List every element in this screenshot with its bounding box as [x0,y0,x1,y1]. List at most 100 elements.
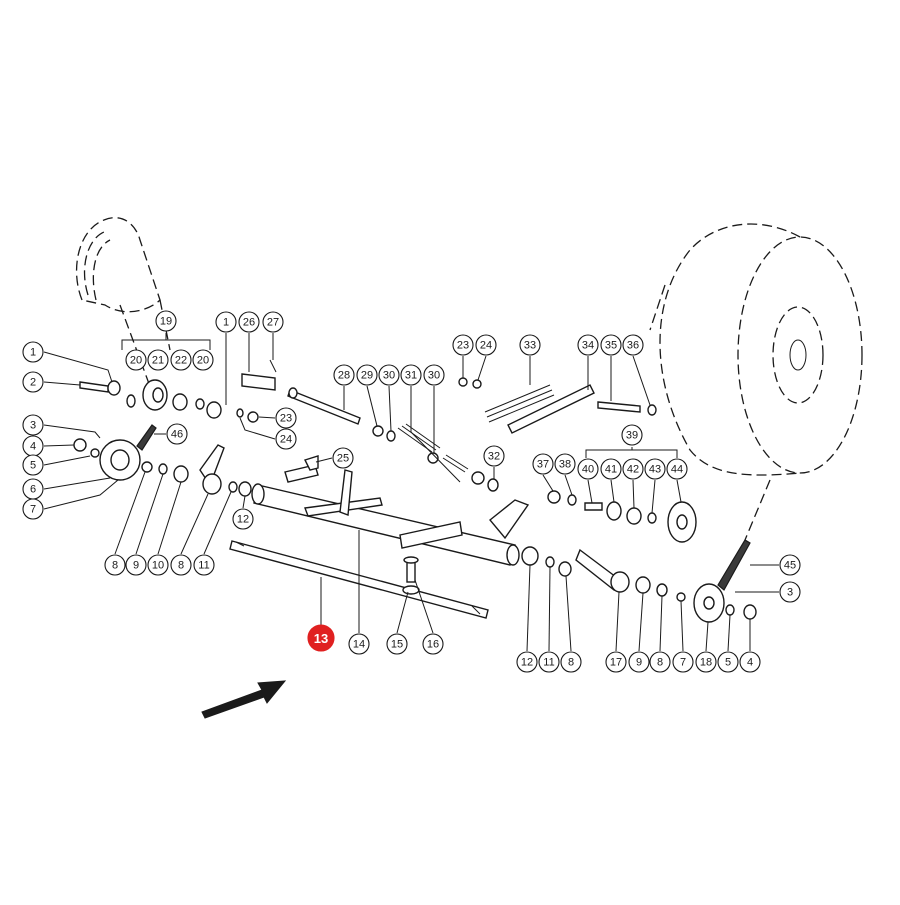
callout-8: 8 [649,651,671,673]
callout-label: 32 [488,451,500,463]
callout-circle [262,311,284,333]
callout-label: 1 [223,317,229,329]
callout-2: 2 [22,371,44,393]
callout-circle [577,458,599,480]
callout-14: 14 [348,633,370,655]
callout-circle [22,498,44,520]
callout-circle [400,364,422,386]
callout-9: 9 [628,651,650,673]
group-bracket-39 [585,447,678,458]
callout-circle [422,633,444,655]
callout-label: 30 [428,370,440,382]
callout-circle [644,458,666,480]
callout-circle [170,554,192,576]
left-belt-outline [75,216,171,401]
callout-7: 7 [22,498,44,520]
callout-label: 39 [626,430,638,442]
callout-label: 16 [427,639,439,651]
callout-31: 31 [400,364,422,386]
callout-label: 31 [405,370,417,382]
callout-circle [193,554,215,576]
callout-26: 26 [238,311,260,333]
bracket-25 [284,455,319,483]
callout-label: 12 [521,657,533,669]
callout-label: 46 [171,429,183,441]
callout-circle [275,428,297,450]
spring-33 [458,377,555,423]
callout-label: 21 [152,355,164,367]
callout-17: 17 [605,651,627,673]
callout-8: 8 [104,554,126,576]
callout-32: 32 [483,445,505,467]
callout-label: 23 [280,413,292,425]
callout-label: 35 [605,340,617,352]
callout-7: 7 [672,651,694,673]
callout-circle [147,349,169,371]
callout-label: 4 [30,441,36,453]
callout-20: 20 [192,349,214,371]
callout-label: 19 [160,316,172,328]
callout-label: 42 [627,464,639,476]
callout-circle [649,651,671,673]
callout-3: 3 [779,581,801,603]
callout-label: 24 [280,434,292,446]
callout-12: 12 [232,508,254,530]
callout-label: 23 [457,340,469,352]
callout-circle [621,424,643,446]
leader-lines [43,333,779,652]
callout-circle [516,651,538,673]
callout-circle [600,458,622,480]
callout-circle [622,334,644,356]
callout-label: 24 [480,340,492,352]
callout-circle [333,364,355,386]
bracket-26 [241,359,277,391]
callout-circle [622,458,644,480]
callout-34: 34 [577,334,599,356]
callout-label: 11 [198,560,209,572]
callout-label: 8 [112,560,118,572]
callout-label: 12 [237,514,249,526]
callout-circle [22,371,44,393]
callout-30: 30 [423,364,445,386]
callout-label: 3 [30,420,36,432]
callout-label: 13 [314,631,328,646]
callout-label: 26 [243,317,255,329]
callout-16: 16 [422,633,444,655]
callout-label: 11 [543,657,554,669]
right-lower-hardware [521,539,757,623]
callout-circle [739,651,761,673]
callout-37: 37 [532,453,554,475]
callout-label: 4 [747,657,753,669]
callout-label: 3 [787,587,793,599]
callout-23: 23 [275,407,297,429]
callout-label: 22 [175,355,187,367]
callout-label: 7 [680,657,686,669]
callout-circle [519,334,541,356]
left-pulley-6 [99,424,157,481]
callout-label: 2 [30,377,36,389]
callout-21: 21 [147,349,169,371]
callout-36: 36 [622,334,644,356]
callout-circle [215,311,237,333]
callout-label: 41 [605,464,617,476]
callout-circle [666,458,688,480]
callout-5: 5 [717,651,739,673]
callout-30: 30 [378,364,400,386]
callout-label: 1 [30,347,36,359]
callout-9: 9 [125,554,147,576]
right-hardware [547,490,697,543]
callout-38: 38 [554,453,576,475]
rod-28 [287,387,499,492]
callout-label: 30 [383,370,395,382]
left-hardware [73,380,259,497]
bearing-21 [142,379,168,411]
main-crossbeam [251,469,530,566]
callout-43: 43 [644,458,666,480]
callout-label: 37 [537,459,549,471]
callout-circle [348,633,370,655]
callout-label: 9 [636,657,642,669]
callout-8: 8 [170,554,192,576]
group-bracket-19 [121,333,211,350]
callout-label: 14 [353,639,365,651]
callout-circle [779,581,801,603]
